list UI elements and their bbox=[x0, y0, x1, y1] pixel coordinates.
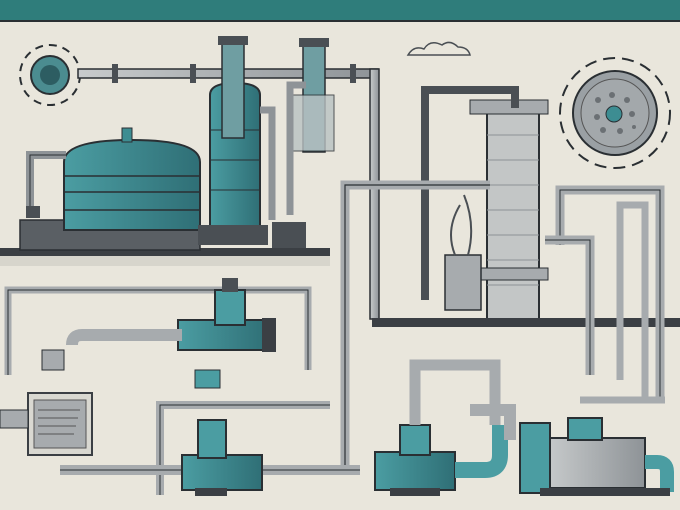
top-banner bbox=[0, 0, 680, 22]
filter-column-icon bbox=[198, 36, 276, 245]
filter-column-icon bbox=[272, 38, 335, 248]
tower-icon bbox=[421, 86, 549, 326]
pump-icon bbox=[470, 404, 674, 496]
pump-icon bbox=[374, 359, 508, 496]
control-panel-icon bbox=[0, 392, 93, 456]
gauge-icon bbox=[19, 44, 81, 106]
pipe bbox=[4, 180, 665, 495]
gauge-icon bbox=[559, 57, 671, 169]
water-tank-icon bbox=[19, 127, 201, 251]
valve-icon bbox=[41, 278, 276, 389]
platform bbox=[0, 248, 330, 256]
platform bbox=[372, 318, 680, 327]
pump-icon bbox=[181, 419, 263, 496]
cloud-icon bbox=[406, 41, 471, 56]
